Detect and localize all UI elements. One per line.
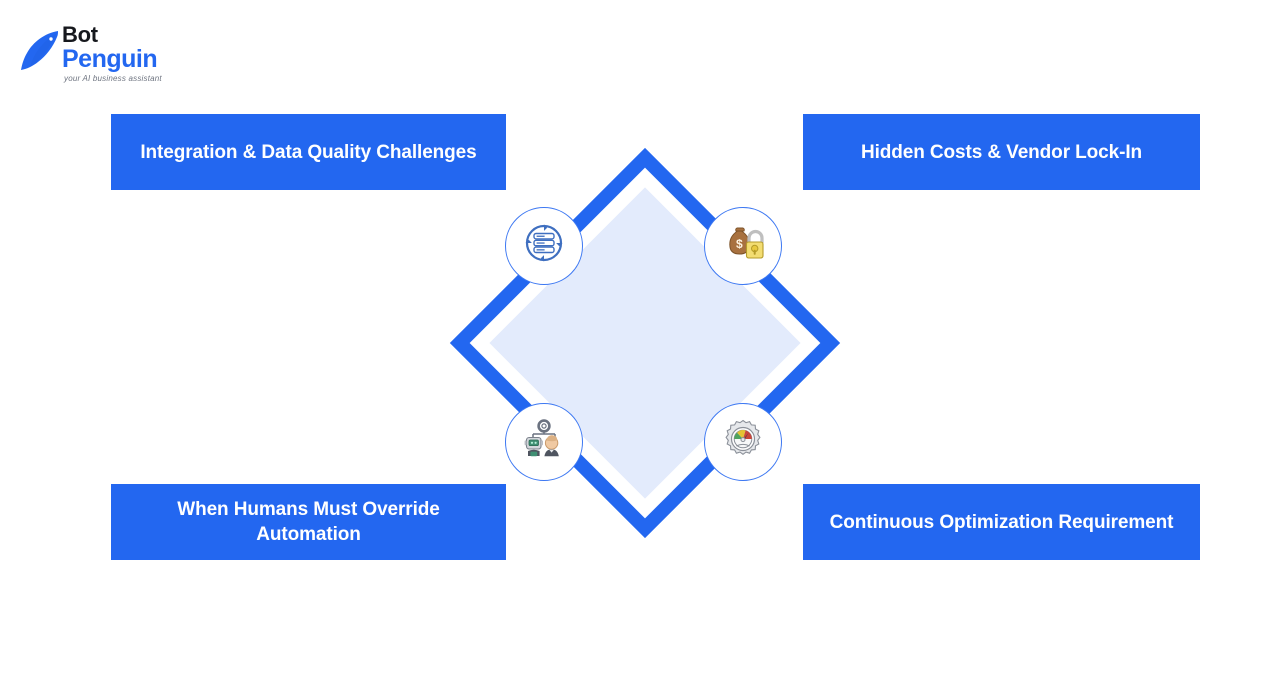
logo-word-bot: Bot [62, 22, 98, 47]
money-bag-lock-icon: $ [722, 223, 764, 269]
robot-human-handoff-icon [522, 419, 566, 465]
node-label-bottom-left[interactable]: When Humans Must Override Automation [111, 484, 506, 560]
logo-wordmark: Bot Penguin [62, 22, 180, 73]
icon-badge-top-left[interactable] [505, 207, 583, 285]
logo-tagline: your AI business assistant [64, 74, 162, 83]
icon-badge-bottom-left[interactable] [505, 403, 583, 481]
node-label-text: Integration & Data Quality Challenges [140, 141, 477, 163]
botpenguin-logo[interactable]: Bot Penguin your AI business assistant [18, 24, 178, 86]
database-sync-icon [524, 223, 564, 269]
node-label-text: Continuous Optimization Requirement [829, 511, 1174, 533]
icon-badge-bottom-right[interactable] [704, 403, 782, 481]
node-label-top-right[interactable]: Hidden Costs & Vendor Lock-In [803, 114, 1200, 190]
icon-badge-top-right[interactable]: $ [704, 207, 782, 285]
logo-word-penguin: Penguin [62, 45, 158, 73]
svg-text:$: $ [736, 237, 743, 251]
node-label-bottom-right[interactable]: Continuous Optimization Requirement [803, 484, 1200, 560]
gear-gauge-icon [723, 419, 763, 465]
center-diagram: $ [449, 147, 841, 539]
diamond-outline [449, 147, 841, 539]
node-label-text: When Humans Must Override Automation [177, 499, 440, 545]
penguin-icon [18, 28, 64, 74]
node-label-text: Hidden Costs & Vendor Lock-In [860, 141, 1143, 163]
node-label-top-left[interactable]: Integration & Data Quality Challenges [111, 114, 506, 190]
